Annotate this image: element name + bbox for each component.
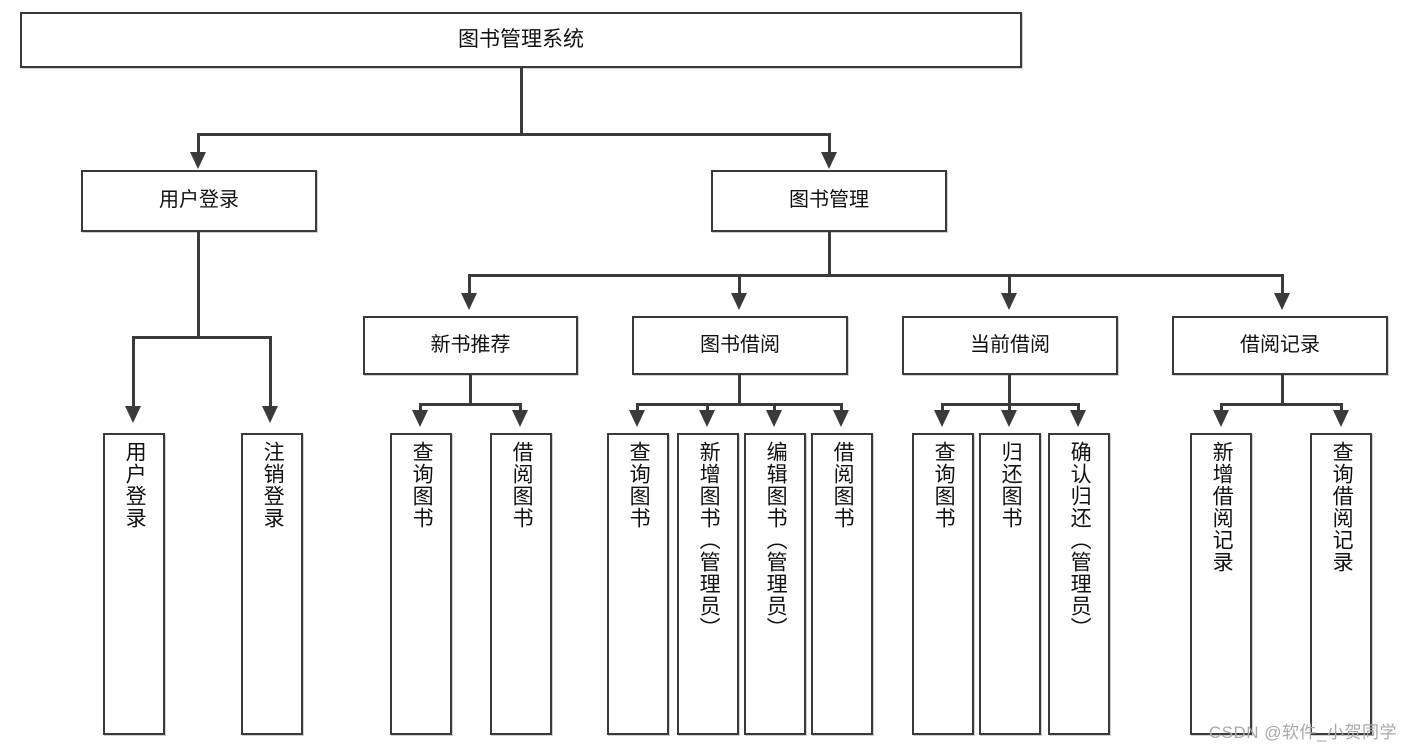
node-leaf-13-label: 查询借阅记录 xyxy=(1330,441,1354,573)
connector-bb-drop-1 xyxy=(636,403,639,413)
node-book-borrow[interactable]: 图书借阅 xyxy=(632,316,848,375)
arrowhead-leaf-1 xyxy=(125,406,141,423)
node-user-login[interactable]: 用户登录 xyxy=(81,170,317,232)
connector-bm-drop-current-borrow xyxy=(1008,274,1011,296)
node-borrow-record-label: 借阅记录 xyxy=(1240,333,1320,356)
arrowhead-leaf-13 xyxy=(1333,410,1349,427)
node-book-manage-label: 图书管理 xyxy=(789,189,869,212)
node-current-borrow[interactable]: 当前借阅 xyxy=(902,316,1118,375)
arrowhead-leaf-2 xyxy=(262,406,278,423)
connector-cb-stem xyxy=(1008,375,1011,405)
node-leaf-7-label: 编辑图书（管理员） xyxy=(764,441,788,639)
node-leaf-2[interactable]: 注销登录 xyxy=(241,433,303,735)
arrowhead-leaf-11 xyxy=(1070,410,1086,427)
node-leaf-8-label: 借阅图书 xyxy=(831,441,855,529)
arrowhead-leaf-7 xyxy=(766,410,782,427)
node-leaf-3[interactable]: 查询图书 xyxy=(390,433,452,735)
connector-cb-drop-2 xyxy=(1008,403,1011,413)
node-leaf-5-label: 查询图书 xyxy=(627,441,651,529)
node-new-book-recommend-label: 新书推荐 xyxy=(430,333,511,356)
node-leaf-1-label: 用户登录 xyxy=(123,441,147,529)
node-leaf-7[interactable]: 编辑图书（管理员） xyxy=(744,433,806,735)
node-leaf-12[interactable]: 新增借阅记录 xyxy=(1190,433,1252,735)
connector-root-stem xyxy=(520,68,523,135)
node-leaf-12-label: 新增借阅记录 xyxy=(1210,441,1234,573)
connector-book-manage-bus xyxy=(468,274,1284,277)
node-leaf-10[interactable]: 归还图书 xyxy=(979,433,1041,735)
node-leaf-6-label: 新增图书（管理员） xyxy=(697,441,721,639)
connector-br-drop-1 xyxy=(1220,403,1223,413)
arrowhead-current-borrow xyxy=(1001,293,1017,310)
connector-user-login-stem xyxy=(197,232,200,338)
arrowhead-new-book-recommend xyxy=(461,293,477,310)
connector-user-login-drop-2 xyxy=(269,336,272,410)
node-root[interactable]: 图书管理系统 xyxy=(20,12,1022,68)
node-leaf-4[interactable]: 借阅图书 xyxy=(490,433,552,735)
connector-br-stem xyxy=(1281,375,1284,405)
node-leaf-1[interactable]: 用户登录 xyxy=(103,433,165,735)
connector-user-login-bus xyxy=(132,336,271,339)
connector-cb-drop-1 xyxy=(941,403,944,413)
connector-bb-drop-4 xyxy=(840,403,843,413)
connector-bm-drop-new-book xyxy=(468,274,471,296)
node-leaf-9-label: 查询图书 xyxy=(932,441,956,529)
node-user-login-label: 用户登录 xyxy=(159,189,239,212)
connector-br-bus xyxy=(1220,403,1343,406)
node-leaf-6[interactable]: 新增图书（管理员） xyxy=(677,433,739,735)
connector-nbr-bus xyxy=(419,403,522,406)
arrowhead-borrow-record xyxy=(1274,293,1290,310)
node-book-borrow-label: 图书借阅 xyxy=(700,333,780,356)
arrowhead-leaf-6 xyxy=(699,410,715,427)
node-root-label: 图书管理系统 xyxy=(458,27,584,51)
node-current-borrow-label: 当前借阅 xyxy=(970,333,1050,356)
arrowhead-leaf-9 xyxy=(934,410,950,427)
arrowhead-leaf-3 xyxy=(412,410,428,427)
arrowhead-leaf-8 xyxy=(833,410,849,427)
arrowhead-book-manage xyxy=(821,152,837,169)
arrowhead-leaf-10 xyxy=(1001,410,1017,427)
node-leaf-4-label: 借阅图书 xyxy=(510,441,534,529)
node-leaf-11-label: 确认归还（管理员） xyxy=(1068,441,1092,639)
connector-root-to-user-login xyxy=(197,133,200,155)
connector-cb-drop-3 xyxy=(1077,403,1080,413)
connector-nbr-stem xyxy=(469,375,472,405)
connector-nbr-drop-2 xyxy=(519,403,522,413)
node-leaf-13[interactable]: 查询借阅记录 xyxy=(1310,433,1372,735)
connector-user-login-drop-1 xyxy=(132,336,135,410)
node-book-manage[interactable]: 图书管理 xyxy=(711,170,947,232)
connector-bm-drop-borrow-record xyxy=(1281,274,1284,296)
node-leaf-8[interactable]: 借阅图书 xyxy=(811,433,873,735)
node-new-book-recommend[interactable]: 新书推荐 xyxy=(363,316,578,375)
node-leaf-5[interactable]: 查询图书 xyxy=(607,433,669,735)
connector-bm-drop-book-borrow xyxy=(738,274,741,296)
arrowhead-user-login xyxy=(190,152,206,169)
arrowhead-book-borrow xyxy=(731,293,747,310)
node-leaf-3-label: 查询图书 xyxy=(410,441,434,529)
node-leaf-9[interactable]: 查询图书 xyxy=(912,433,974,735)
connector-br-drop-2 xyxy=(1340,403,1343,413)
connector-nbr-drop-1 xyxy=(419,403,422,413)
connector-root-bus xyxy=(197,133,831,136)
node-leaf-2-label: 注销登录 xyxy=(261,441,285,529)
connector-bb-stem xyxy=(738,375,741,405)
arrowhead-leaf-5 xyxy=(629,410,645,427)
node-borrow-record[interactable]: 借阅记录 xyxy=(1172,316,1388,375)
node-leaf-10-label: 归还图书 xyxy=(999,441,1023,529)
connector-bb-drop-2 xyxy=(706,403,709,413)
connector-book-manage-stem xyxy=(828,232,831,276)
connector-bb-drop-3 xyxy=(773,403,776,413)
arrowhead-leaf-4 xyxy=(512,410,528,427)
connector-bb-bus xyxy=(636,403,842,406)
node-leaf-11[interactable]: 确认归还（管理员） xyxy=(1048,433,1110,735)
arrowhead-leaf-12 xyxy=(1213,410,1229,427)
connector-root-to-book-manage xyxy=(828,133,831,155)
